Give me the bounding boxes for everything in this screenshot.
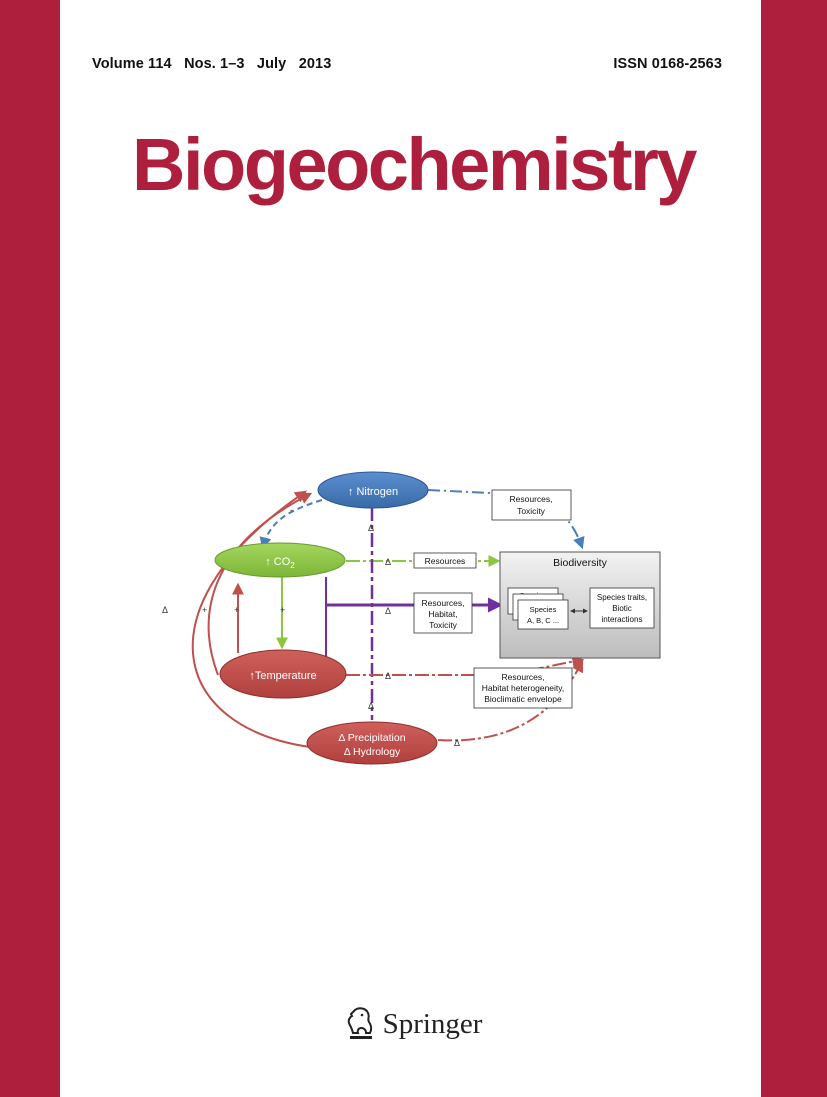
box-resources-habitat-bioclimatic: Resources, Habitat heterogeneity, Biocli… <box>473 667 573 709</box>
publisher-mark: Springer <box>0 1006 827 1042</box>
nitrogen-label: ↑ Nitrogen <box>348 486 398 498</box>
temperature-label: ↑Temperature <box>249 670 316 682</box>
box-resources-toxicity: Resources, Toxicity <box>491 489 572 521</box>
box-text: Resources, <box>422 598 465 608</box>
cover-diagram: ↑ Nitrogen ↑ CO2 ↑Temperature Δ Precipit… <box>162 471 661 765</box>
biodiversity-panel: Biodiversity Species Species Species A, … <box>499 551 661 659</box>
sign-minus: - <box>290 505 293 515</box>
sign-delta: Δ <box>385 606 391 616</box>
traits-text: interactions <box>602 615 643 624</box>
nitrogen-to-co2-arrow <box>259 499 323 550</box>
feedback-arc-inner <box>207 492 313 676</box>
box-text: Habitat, <box>428 609 457 619</box>
sign-delta: Δ <box>368 523 374 533</box>
box-resources: Resources <box>413 552 477 569</box>
box-text: Toxicity <box>429 620 458 630</box>
sign-plus: + <box>234 605 239 615</box>
box-text: Toxicity <box>517 506 546 516</box>
sign-delta: Δ <box>162 605 168 615</box>
precipitation-label-1: Δ Precipitation <box>338 732 405 744</box>
traits-text: Biotic <box>612 604 632 613</box>
traits-text: Species traits, <box>597 593 647 602</box>
co2-subscript: 2 <box>290 561 295 570</box>
temperature-node: ↑Temperature <box>219 649 347 699</box>
box-resources-habitat-toxicity: Resources, Habitat, Toxicity <box>413 592 473 634</box>
nitrogen-node: ↑ Nitrogen <box>317 471 429 509</box>
sign-delta: Δ <box>368 701 374 711</box>
feedback-arc-outer <box>191 490 311 748</box>
co2-node: ↑ CO2 <box>214 542 346 578</box>
precipitation-to-biodiversity-arrow <box>437 659 584 742</box>
box-text: Habitat heterogeneity, <box>482 683 565 693</box>
sign-plus: + <box>202 605 207 615</box>
species-card-text: Species <box>530 605 557 614</box>
svg-text:↑ CO2: ↑ CO2 <box>265 556 295 570</box>
publisher-name: Springer <box>382 1007 483 1040</box>
precipitation-node: Δ Precipitation Δ Hydrology <box>306 721 438 765</box>
sign-plus: + <box>280 605 285 615</box>
issue-line: Volume 114 Nos. 1–3 July 2013 <box>92 56 332 72</box>
right-color-band <box>761 0 827 1097</box>
biodiversity-title: Biodiversity <box>553 557 607 569</box>
journal-title: Biogeochemistry <box>132 123 697 206</box>
co2-label: ↑ CO <box>265 556 291 568</box>
sign-delta: Δ <box>385 557 391 567</box>
precipitation-label-2: Δ Hydrology <box>344 746 401 758</box>
box-text: Resources <box>425 556 466 566</box>
sign-delta: Δ <box>385 671 391 681</box>
springer-horse-logo-icon <box>347 1007 372 1039</box>
left-color-band <box>0 0 60 1097</box>
box-text: Bioclimatic envelope <box>484 694 562 704</box>
species-card-text: A, B, C ... <box>527 616 559 625</box>
issn: ISSN 0168-2563 <box>613 56 722 72</box>
sign-delta: Δ <box>454 738 460 748</box>
box-text: Resources, <box>510 494 553 504</box>
box-text: Resources, <box>502 672 545 682</box>
